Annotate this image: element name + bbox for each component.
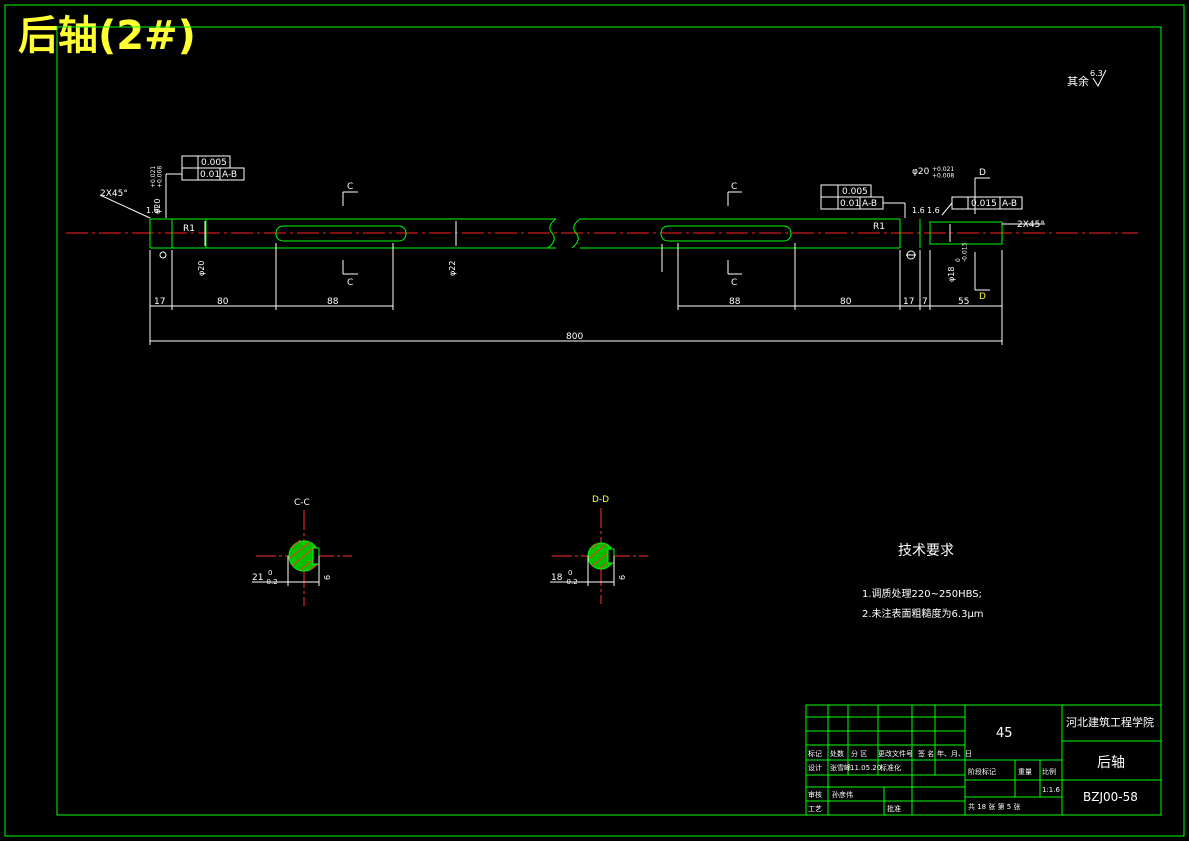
section-dd-tol-upper: 0 <box>568 569 572 577</box>
tb-scale-label: 比例 <box>1042 767 1056 776</box>
chamfer-left: 2X45° <box>100 189 128 199</box>
fillet-left: R1 <box>183 224 195 234</box>
roughness-left: 1.6 <box>146 206 159 215</box>
fillet-right: R1 <box>873 222 885 232</box>
dim-17-left: 17 <box>154 297 165 307</box>
dia-end-tol: 0-0.013 <box>955 242 969 262</box>
tb-header-6: 年、月、日 <box>937 749 972 758</box>
tb-header-4: 更改文件号 <box>878 749 913 758</box>
section-cc: C-C 21 0 -0.2 6 <box>252 498 352 606</box>
tb-stage-label: 阶段标记 <box>968 767 996 776</box>
dim-88-left: 88 <box>327 297 339 307</box>
tol-end-datum: A-B <box>1002 199 1017 209</box>
roughness-right-b: 1.6 <box>927 206 940 215</box>
tol-left-value-2: 0.01 <box>200 170 220 180</box>
dim-80-right: 80 <box>840 297 852 307</box>
section-mark-d-1: D <box>979 168 986 178</box>
section-mark-c-2: C <box>347 278 353 288</box>
section-cc-width: 21 <box>252 573 263 583</box>
tol-end-value: 0.015 <box>971 199 997 209</box>
tolerance-frame-right-top <box>820 184 906 218</box>
inner-frame <box>56 26 1162 816</box>
tb-header-1: 标记 <box>808 749 822 758</box>
tb-header-5: 签 名 <box>918 749 934 758</box>
dim-88-right: 88 <box>729 297 741 307</box>
section-cc-tol-upper: 0 <box>268 569 272 577</box>
tolerance-frame-left <box>165 155 245 218</box>
tb-sheets: 共 18 张 第 5 张 <box>968 802 1021 811</box>
dia-main: φ22 <box>448 261 457 276</box>
dia-journal-left-tol: +0.021+0.008 <box>150 166 164 188</box>
tb-material: 45 <box>996 726 1013 741</box>
tb-header-2: 处数 <box>830 749 844 758</box>
tol-right-datum: A-B <box>862 199 877 209</box>
tol-left-value-1: 0.005 <box>201 158 227 168</box>
center-hole-icons <box>159 250 916 260</box>
tb-design-4: 标准化 <box>880 763 901 772</box>
tb-process: 工艺 <box>808 805 822 813</box>
dim-80-left: 80 <box>217 297 229 307</box>
tb-design-3: 11.05.20 <box>850 764 881 772</box>
roughness-note-label: 其余 <box>1067 74 1089 88</box>
tech-requirements: 技术要求 1.调质处理220~250HBS; 2.未注表面粗糙度为6.3μm <box>862 543 984 620</box>
roughness-note-value: 6.3 <box>1090 69 1103 78</box>
dimension-lines <box>99 177 1045 345</box>
tech-requirement-1: 1.调质处理220~250HBS; <box>862 588 982 600</box>
dia-end: φ18 <box>947 267 956 282</box>
section-dd-side: 6 <box>618 575 627 580</box>
tb-approve: 批准 <box>887 804 901 813</box>
tol-right-value-1: 0.005 <box>842 187 868 197</box>
dia-journal-right: φ20 <box>912 167 930 177</box>
dia-bearing: φ20 <box>197 261 206 276</box>
section-dd-width: 18 <box>551 573 563 583</box>
section-mark-c-4: C <box>731 278 737 288</box>
tb-part-name: 后轴 <box>1097 755 1125 771</box>
outer-frame <box>4 4 1185 837</box>
tech-requirements-heading: 技术要求 <box>898 543 954 559</box>
drawing-title: 后轴(2#) <box>18 13 196 59</box>
dim-overall: 800 <box>566 332 583 342</box>
tb-weight-label: 重量 <box>1018 768 1032 776</box>
keyway-right <box>660 225 792 242</box>
dia-journal-right-tol: +0.021+0.008 <box>932 166 954 180</box>
tb-school: 河北建筑工程学院 <box>1066 715 1154 729</box>
roughness-note: 其余 6.3 <box>1067 69 1107 88</box>
tb-drawing-no: BZJ00-58 <box>1083 790 1138 804</box>
keyway-left <box>275 225 407 242</box>
tb-scale: 1:1.6 <box>1042 786 1060 794</box>
dim-17-right: 17 <box>903 297 914 307</box>
section-mark-c-3: C <box>731 182 737 192</box>
section-mark-c-1: C <box>347 182 353 192</box>
shaft-outline <box>149 218 1003 249</box>
tb-design-2: 张雪峰 <box>830 763 851 772</box>
tb-header-3: 分 区 <box>851 749 867 758</box>
tol-right-value-2: 0.01 <box>840 199 860 209</box>
chamfer-right: 2X45° <box>1017 220 1045 230</box>
section-cc-label: C-C <box>294 498 310 508</box>
title-block <box>805 704 1162 816</box>
tb-review: 审核 <box>808 790 822 799</box>
tb-design-1: 设计 <box>808 763 822 772</box>
section-dd-tol-lower: -0.2 <box>564 578 578 586</box>
roughness-symbol-icon <box>1092 69 1107 88</box>
section-dd: D-D 18 0 -0.2 6 <box>550 495 648 604</box>
tb-reviewer: 孙彦伟 <box>832 790 853 799</box>
section-cc-tol-lower: -0.2 <box>264 578 278 586</box>
tech-requirement-2: 2.未注表面粗糙度为6.3μm <box>862 607 984 620</box>
section-dd-label: D-D <box>592 495 609 505</box>
tol-left-datum: A-B <box>222 170 237 180</box>
dim-55-right: 55 <box>958 297 969 307</box>
section-mark-d-2: D <box>979 292 986 302</box>
tolerance-frame-right-end <box>941 196 1023 216</box>
roughness-right-a: 1.6 <box>912 206 925 215</box>
section-cc-side: 6 <box>323 575 332 580</box>
dim-7-right: 7 <box>922 297 928 307</box>
dia-journal-left: φ20 <box>153 199 162 214</box>
